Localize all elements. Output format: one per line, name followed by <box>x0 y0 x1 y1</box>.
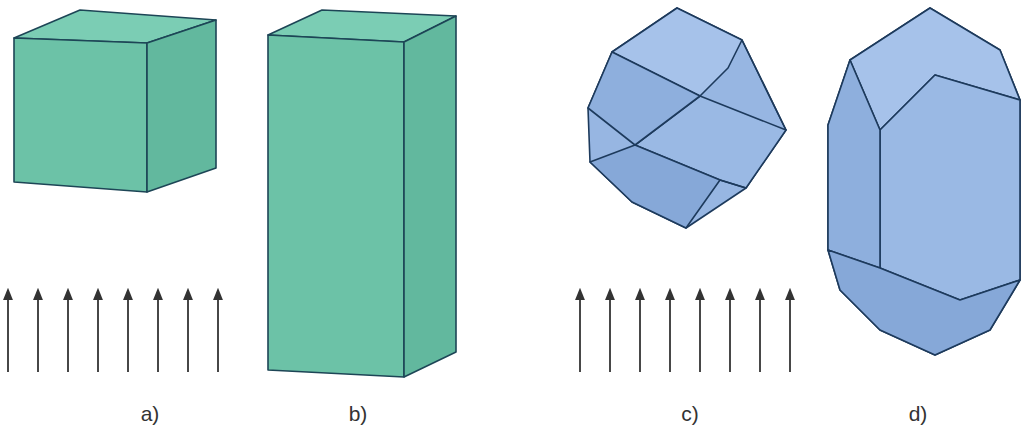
dodecahedron-crystal <box>588 8 786 228</box>
figure-label: c) <box>681 402 699 426</box>
elongated-crystal <box>828 8 1020 355</box>
figure-label: b) <box>349 402 368 426</box>
cube-crystal <box>14 10 216 192</box>
field-arrows <box>8 294 790 372</box>
figure-label: a) <box>141 402 160 426</box>
prism-crystal <box>268 10 456 377</box>
figure-label: d) <box>909 402 928 426</box>
